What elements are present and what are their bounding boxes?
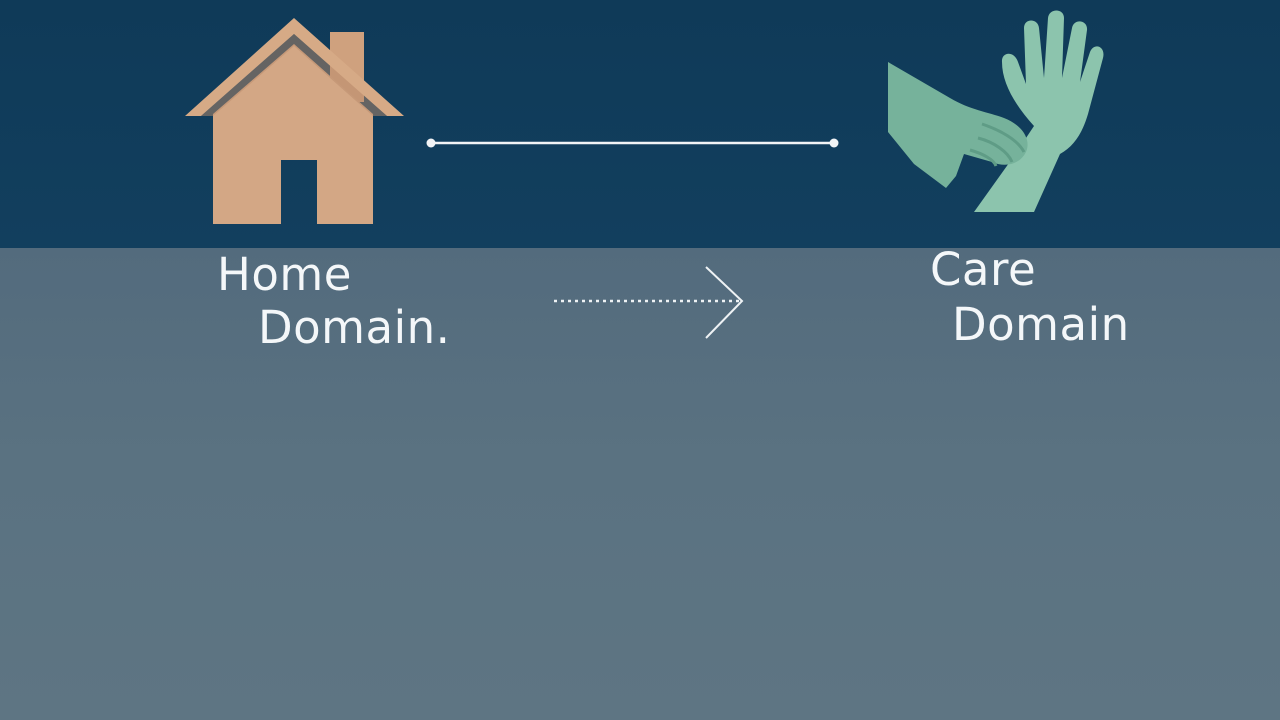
dotted-arrow-icon [554, 266, 744, 339]
care-domain-label-line2: Domain [952, 298, 1130, 351]
caring-hands-icon [888, 10, 1104, 212]
house-icon [185, 18, 404, 224]
connector-line [426, 138, 839, 148]
home-domain-label-line2: Domain. [258, 301, 451, 354]
care-domain-label-line1: Care [930, 243, 1037, 296]
home-domain-label-line1: Home [217, 248, 352, 301]
bottom-band [0, 248, 1280, 720]
